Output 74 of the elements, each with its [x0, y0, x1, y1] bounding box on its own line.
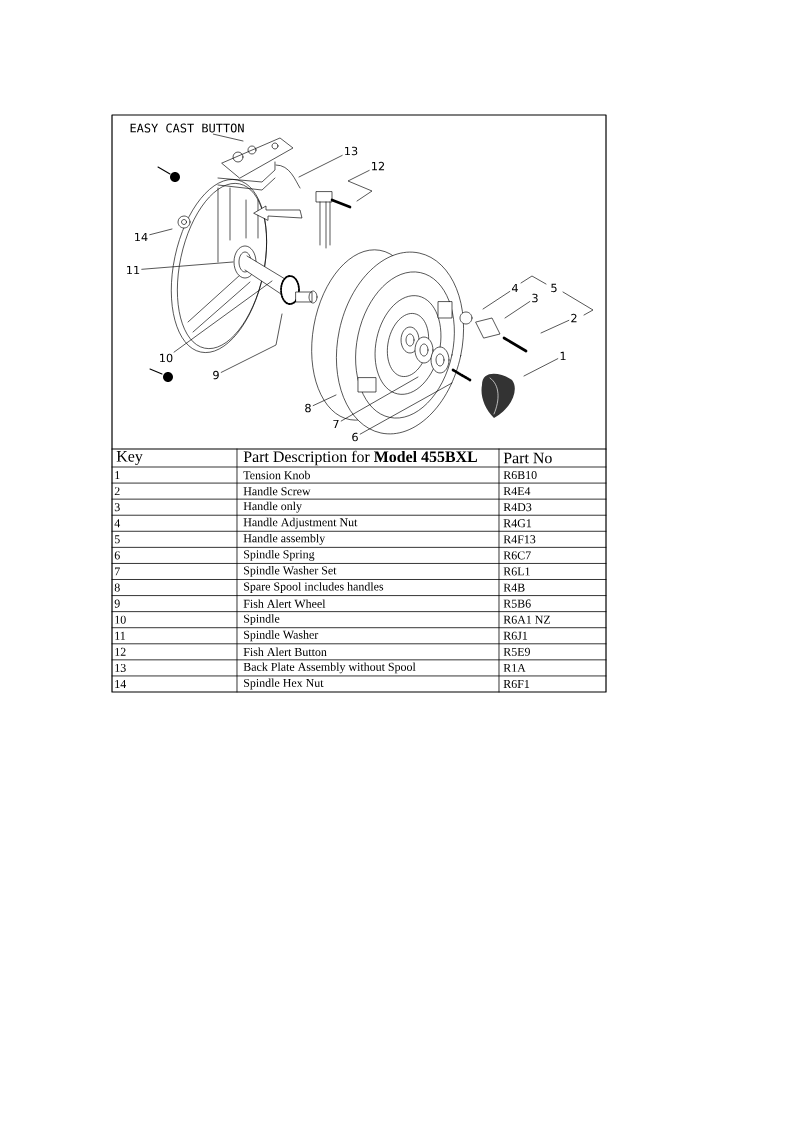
part-number: R4G1: [503, 519, 532, 528]
callout-number: 3: [532, 293, 538, 303]
callout-number: 2: [571, 313, 577, 323]
part-number: R1A: [503, 663, 526, 672]
callout-number: 13: [345, 146, 358, 156]
part-number: R5B6: [503, 599, 531, 608]
callout-number: 11: [127, 265, 140, 275]
key-number: 13: [115, 663, 126, 672]
leader-line: [504, 301, 531, 319]
part-number: R6C7: [503, 551, 531, 560]
part-number: R4D3: [503, 503, 532, 512]
part-number: R6L1: [503, 567, 530, 576]
leader-line: [347, 170, 373, 202]
leader-line: [340, 376, 419, 422]
part-description: Back Plate Assembly without Spool: [243, 662, 416, 674]
part-description: Handle Screw: [243, 486, 311, 496]
key-number: 1: [115, 471, 120, 479]
key-number: 8: [114, 583, 120, 592]
callout-number: 7: [333, 419, 339, 429]
header-text: Key: [116, 451, 143, 465]
key-number: 3: [114, 503, 120, 512]
callout-number: 5: [551, 283, 557, 293]
part-number: R4B: [503, 583, 525, 592]
part-number: R6J1: [503, 631, 528, 640]
key-number: 2: [114, 487, 120, 496]
callout-number: 1: [560, 351, 566, 361]
leader-line: [523, 358, 559, 377]
callout-number: 14: [135, 232, 148, 242]
key-number: 9: [114, 599, 120, 608]
key-number: 11: [115, 631, 126, 640]
part-description: Spindle Hex Nut: [244, 678, 324, 690]
leader-line: [359, 382, 453, 435]
key-number: 12: [115, 647, 126, 656]
header-text: Part No: [503, 452, 552, 464]
key-number: 10: [115, 615, 126, 624]
key-number: 7: [115, 567, 120, 576]
key-number: 6: [114, 551, 120, 560]
callout-number: 6: [352, 432, 358, 442]
leader-line: [298, 155, 343, 178]
part-number: R5E9: [503, 647, 530, 656]
part-description: Tension Knob: [243, 470, 310, 480]
part-description: Spindle: [244, 614, 280, 626]
part-number: R6B10: [503, 471, 537, 480]
leader-line: [141, 261, 234, 270]
part-description: Spindle Spring: [244, 550, 315, 561]
part-description: Fish Alert Wheel: [243, 599, 326, 608]
leader-line: [312, 394, 337, 406]
drawing-title: EASY CAST BUTTON: [130, 123, 244, 133]
callout-number: 4: [511, 283, 518, 293]
leader-line: [482, 291, 511, 310]
part-description: Handle Adjustment Nut: [243, 517, 358, 529]
part-number: R4F13: [503, 535, 536, 544]
part-description: Fish Alert Button: [243, 647, 327, 656]
header-text: Part Description for Model 455BXL: [243, 450, 478, 466]
part-description: Spare Spool includes handles: [244, 582, 384, 593]
part-number: R4E4: [503, 487, 531, 496]
callout-number: 8: [305, 403, 311, 413]
part-description: Handle assembly: [243, 533, 326, 545]
part-number: R6A1 NZ: [503, 615, 551, 624]
key-number: 4: [114, 519, 121, 528]
callout-number: 12: [372, 161, 385, 171]
callout-number: 9: [213, 370, 219, 380]
part-number: R6F1: [503, 679, 530, 688]
leader-line: [213, 133, 244, 142]
callout-number: 10: [160, 353, 173, 363]
leader-line: [220, 313, 283, 373]
leader-line: [149, 228, 173, 236]
leader-line: [540, 320, 570, 334]
part-description: Spindle Washer Set: [244, 566, 337, 577]
key-number: 5: [114, 535, 120, 544]
part-description: Spindle Washer: [244, 630, 319, 642]
leader-line: [173, 280, 273, 353]
key-number: 14: [115, 680, 127, 688]
part-description: Handle only: [243, 501, 302, 513]
